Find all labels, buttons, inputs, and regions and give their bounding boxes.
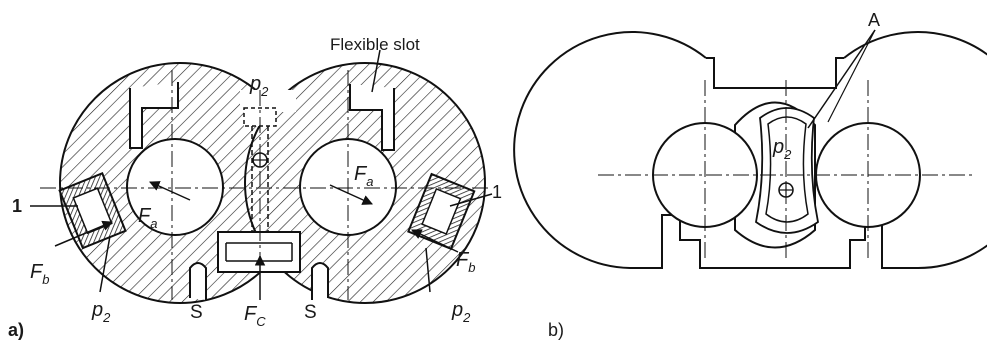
centerlines-b bbox=[598, 80, 975, 262]
fc-label: FC bbox=[244, 303, 266, 329]
cutout-top-left bbox=[129, 82, 179, 149]
panel-label-b: b) bbox=[548, 320, 564, 340]
flexible-slot-label: Flexible slot bbox=[330, 35, 420, 54]
cutout-top-right bbox=[349, 84, 395, 151]
pressure-pocket-inner bbox=[765, 116, 809, 223]
pad-right bbox=[407, 172, 476, 251]
bore-left bbox=[126, 138, 224, 236]
fb-left-label: Fb bbox=[30, 261, 49, 287]
top-notch bbox=[240, 90, 296, 112]
fa-left-label: Fa bbox=[138, 205, 157, 231]
figure-b: A p2 b) bbox=[513, 10, 987, 340]
label-1-right: 1 bbox=[492, 182, 502, 202]
s-right-label: S bbox=[304, 302, 317, 323]
p2-right-label: p2 bbox=[451, 299, 471, 325]
s-left-label: S bbox=[190, 302, 203, 323]
force-arrows-a bbox=[30, 49, 493, 300]
leader-a bbox=[807, 29, 876, 129]
p2-center-label: p2 bbox=[772, 136, 792, 162]
label-1-left: 1 bbox=[12, 196, 22, 216]
p2-top-label: p2 bbox=[249, 73, 269, 99]
figure-a: Flexible slot p2 1 1 Fa Fa Fb Fb p2 p2 S… bbox=[8, 35, 502, 340]
leader-a2 bbox=[827, 29, 876, 123]
p2-left-label: p2 bbox=[91, 299, 111, 325]
panel-label-a: a) bbox=[8, 320, 24, 340]
label-a: A bbox=[868, 10, 880, 30]
fa-right-label: Fa bbox=[354, 163, 373, 189]
fb-right-label: Fb bbox=[456, 249, 475, 275]
piston bbox=[217, 231, 301, 273]
notch-s-left bbox=[189, 262, 207, 300]
notch-s-right bbox=[311, 262, 329, 300]
